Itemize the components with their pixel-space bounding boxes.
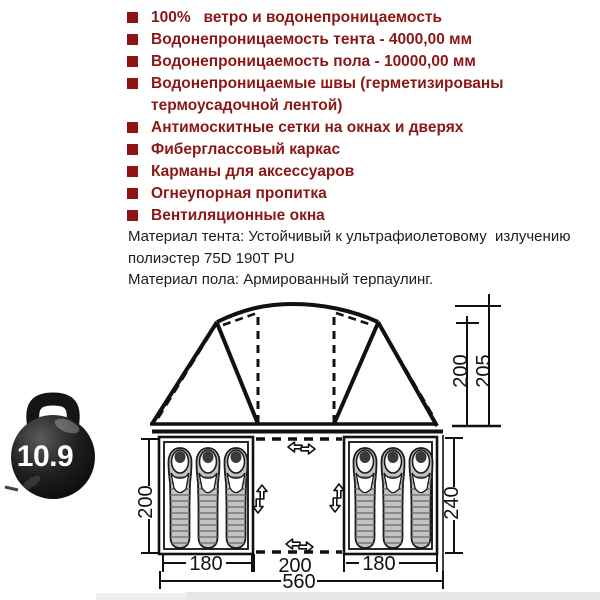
inner-tent-dashed <box>335 311 373 327</box>
elevation-view <box>150 301 443 434</box>
material-line: полиэстер 75D 190T PU <box>128 249 295 267</box>
dim-label-height-outer: 205 <box>473 354 495 387</box>
vent-arrow-icon <box>329 497 341 513</box>
door-arrow-icon <box>300 443 316 455</box>
dim-label-vestibule-width: 200 <box>278 555 311 577</box>
feature-text: Водонепроницаемость тента - 4000,00 мм <box>151 31 473 48</box>
right-room-inner <box>348 441 433 550</box>
inner-tent-dashed <box>156 328 215 419</box>
sleeping-bag <box>224 448 248 548</box>
bottom-divider-strip-dark <box>96 593 186 600</box>
elevation-dimensions <box>452 294 501 428</box>
inner-tent-dashed <box>222 311 258 327</box>
kettlebell-shadow-mark <box>4 485 19 492</box>
bottom-divider-strip <box>186 592 600 600</box>
dim-label-right-depth: 240 <box>441 486 463 519</box>
door-arrow-icon <box>287 441 303 453</box>
material-line: Материал пола: Армированный терпаулинг. <box>128 271 434 288</box>
dim-label-left-depth: 200 <box>135 485 157 518</box>
dim-label-left-width: 180 <box>189 553 222 575</box>
bullet-square-icon <box>127 12 138 23</box>
sleeping-bag <box>409 448 433 548</box>
inner-tent-dashed <box>380 328 436 419</box>
bullet-square-icon <box>127 56 138 67</box>
feature-item: 100% ветро и водонепроницаемость <box>127 7 567 29</box>
feature-text: Водонепроницаемые швы (герметизированы т… <box>151 75 504 114</box>
feature-item: Фиберглассовый каркас <box>127 139 567 161</box>
feature-text: Антимоскитные сетки на окнах и дверях <box>151 119 464 136</box>
feature-item: Водонепроницаемость тента - 4000,00 мм <box>127 29 567 51</box>
weight-value: 10.9 <box>17 440 73 473</box>
bullet-square-icon <box>127 144 138 155</box>
kettlebell-handle <box>26 392 80 439</box>
feature-text: 100% ветро и водонепроницаемость <box>151 9 443 26</box>
feature-item: Антимоскитные сетки на окнах и дверях <box>127 117 567 139</box>
sleeping-bag <box>381 448 405 548</box>
right-room <box>342 435 439 556</box>
feature-text: Вентиляционные окна <box>151 207 325 224</box>
feature-item: Вентиляционные окна <box>127 205 567 227</box>
dim-label-right-width: 180 <box>362 553 395 575</box>
feature-text: Водонепроницаемость пола - 10000,00 мм <box>151 53 476 70</box>
bullet-square-icon <box>127 122 138 133</box>
vent-arrow-icon <box>252 498 264 514</box>
bullet-square-icon <box>127 166 138 177</box>
feature-item: Карманы для аксессуаров <box>127 161 567 183</box>
tent-roof-curve <box>216 301 379 324</box>
feature-text: Огнеупорная пропитка <box>151 185 327 202</box>
feature-text: Фиберглассовый каркас <box>151 141 341 158</box>
sleeping-bag <box>196 448 220 548</box>
dim-label-height-inner: 200 <box>450 354 472 387</box>
left-room-inner <box>163 441 249 550</box>
bullet-square-icon <box>127 78 138 89</box>
vent-arrow-icon <box>333 483 345 499</box>
kettlebell-body <box>11 415 95 499</box>
floor-plan-dimensions <box>141 435 463 589</box>
feature-item: Водонепроницаемость пола - 10000,00 мм <box>127 51 567 73</box>
inner-pole <box>215 322 260 425</box>
bullet-square-icon <box>127 188 138 199</box>
left-room <box>157 435 255 556</box>
feature-item: Водонепроницаемые швы (герметизированы т… <box>127 73 567 117</box>
bullet-square-icon <box>127 34 138 45</box>
feature-item: Огнеупорная пропитка <box>127 183 567 205</box>
dim-label-total-width: 560 <box>282 571 315 593</box>
sleeping-bag <box>168 448 192 548</box>
bullet-square-icon <box>127 210 138 221</box>
feature-list: 100% ветро и водонепроницаемость Водонеп… <box>127 7 567 227</box>
door-arrow-icon <box>285 538 301 550</box>
floor-plan: 200 240 180 200 180 560 <box>135 435 463 593</box>
materials-text: Материал тента: Устойчивый к ультрафиоле… <box>128 226 596 291</box>
inner-pole <box>332 322 380 425</box>
kettlebell-weight-icon: 10.9 <box>4 392 95 499</box>
sleeping-bags <box>168 448 433 548</box>
feature-text: Карманы для аксессуаров <box>151 163 355 180</box>
sleeping-bag <box>353 448 377 548</box>
door-arrows <box>252 441 345 553</box>
material-line: Материал тента: Устойчивый к ультрафиоле… <box>128 228 571 245</box>
vent-arrow-icon <box>256 484 268 500</box>
